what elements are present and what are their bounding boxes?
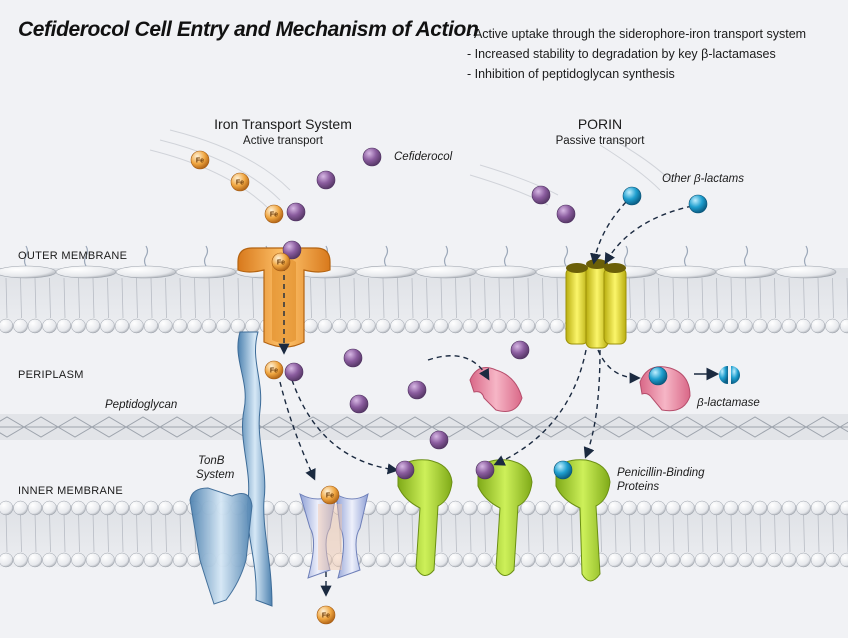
arrow-porin-to-pbp3 bbox=[583, 349, 601, 459]
cefiderocol-molecule bbox=[429, 430, 449, 450]
arrow-porin-to-lactamase bbox=[597, 349, 641, 384]
iron-molecule: Fe bbox=[264, 360, 284, 380]
pbp-3 bbox=[555, 459, 611, 582]
key-points: - Active uptake through the siderophore-… bbox=[467, 24, 806, 84]
tonb-system bbox=[189, 331, 273, 607]
outer-membrane-label: OUTER MEMBRANE bbox=[18, 250, 128, 262]
iron-molecule: Fe bbox=[230, 172, 250, 192]
cefiderocol-molecule bbox=[407, 380, 427, 400]
outer-membrane-lps-heads bbox=[0, 245, 837, 279]
outer-membrane-lower-leaflet bbox=[0, 318, 848, 334]
arrow-to-pbp1 bbox=[291, 379, 399, 475]
iron-molecule: Fe bbox=[271, 252, 291, 272]
inner-membrane-iron-channel bbox=[299, 492, 369, 579]
tonb-label-line1: TonB bbox=[198, 455, 225, 467]
iron-label: Fe bbox=[277, 260, 285, 267]
iron-molecule: Fe bbox=[264, 204, 284, 224]
arrow-porin-to-pbp bbox=[493, 349, 587, 466]
arrow-to-channel bbox=[279, 381, 316, 481]
key-point: - Inhibition of peptidoglycan synthesis bbox=[467, 67, 675, 81]
beta-lactam-molecule bbox=[688, 194, 708, 214]
iron-molecule: Fe bbox=[320, 485, 340, 505]
cefiderocol-molecule bbox=[349, 394, 369, 414]
beta-lactam-molecule bbox=[553, 460, 573, 480]
beta-lactam-molecule bbox=[648, 366, 668, 386]
iron-label: Fe bbox=[270, 368, 278, 375]
pbp-1 bbox=[397, 459, 453, 576]
cefiderocol-molecule bbox=[316, 170, 336, 190]
cefiderocol-molecule bbox=[395, 460, 415, 480]
iron-label: Fe bbox=[196, 158, 204, 165]
cefiderocol-molecule bbox=[362, 147, 382, 167]
pbp-label-line2: Proteins bbox=[617, 481, 660, 493]
key-point: - Increased stability to degradation by … bbox=[467, 47, 776, 61]
cefiderocol-molecule bbox=[282, 240, 302, 260]
iron-label: Fe bbox=[326, 493, 334, 500]
iron-label: Fe bbox=[236, 180, 244, 187]
iron-transport-subtitle: Active transport bbox=[243, 135, 323, 147]
periplasm-label: PERIPLASM bbox=[18, 369, 84, 381]
hydrolysed-beta-lactam bbox=[719, 366, 740, 384]
motion-swooshes bbox=[149, 129, 673, 211]
beta-lactamase-label: β-lactamase bbox=[697, 397, 760, 409]
iron-label: Fe bbox=[270, 212, 278, 219]
arrow-beta-lactam-in-2 bbox=[604, 205, 693, 265]
transport-arrows bbox=[278, 201, 693, 597]
key-point: - Active uptake through the siderophore-… bbox=[467, 27, 807, 41]
peptidoglycan-label: Peptidoglycan bbox=[105, 399, 178, 411]
inner-membrane-label: INNER MEMBRANE bbox=[18, 485, 124, 497]
cefiderocol-molecule bbox=[556, 204, 576, 224]
iron-label: Fe bbox=[322, 613, 330, 620]
cefiderocol-molecule bbox=[531, 185, 551, 205]
beta-lactam-molecule bbox=[622, 186, 642, 206]
tonb-label-line2: System bbox=[196, 469, 235, 481]
cefiderocol-molecule bbox=[343, 348, 363, 368]
iron-molecule: Fe bbox=[316, 605, 336, 625]
porin-channel bbox=[565, 259, 627, 349]
cefiderocol-label: Cefiderocol bbox=[394, 151, 453, 163]
porin-title: PORIN bbox=[577, 116, 623, 132]
cefiderocol-molecule bbox=[284, 362, 304, 382]
beta-lactamase-enzyme-1 bbox=[469, 367, 523, 412]
cefiderocol-molecule bbox=[286, 202, 306, 222]
other-beta-lactams-label: Other β-lactams bbox=[662, 173, 744, 185]
arrow-to-lactamase bbox=[427, 355, 490, 381]
cefiderocol-molecule bbox=[475, 460, 495, 480]
page-title: Cefiderocol Cell Entry and Mechanism of … bbox=[18, 18, 479, 41]
pbp-2 bbox=[477, 459, 533, 576]
iron-molecule: Fe bbox=[190, 150, 210, 170]
iron-transport-title: Iron Transport System bbox=[214, 116, 352, 132]
cefiderocol-molecule bbox=[510, 340, 530, 360]
peptidoglycan-mesh bbox=[0, 416, 848, 438]
porin-subtitle: Passive transport bbox=[555, 135, 645, 147]
pbp-label-line1: Penicillin-Binding bbox=[617, 467, 705, 479]
arrow-beta-lactam-in-1 bbox=[590, 201, 627, 265]
